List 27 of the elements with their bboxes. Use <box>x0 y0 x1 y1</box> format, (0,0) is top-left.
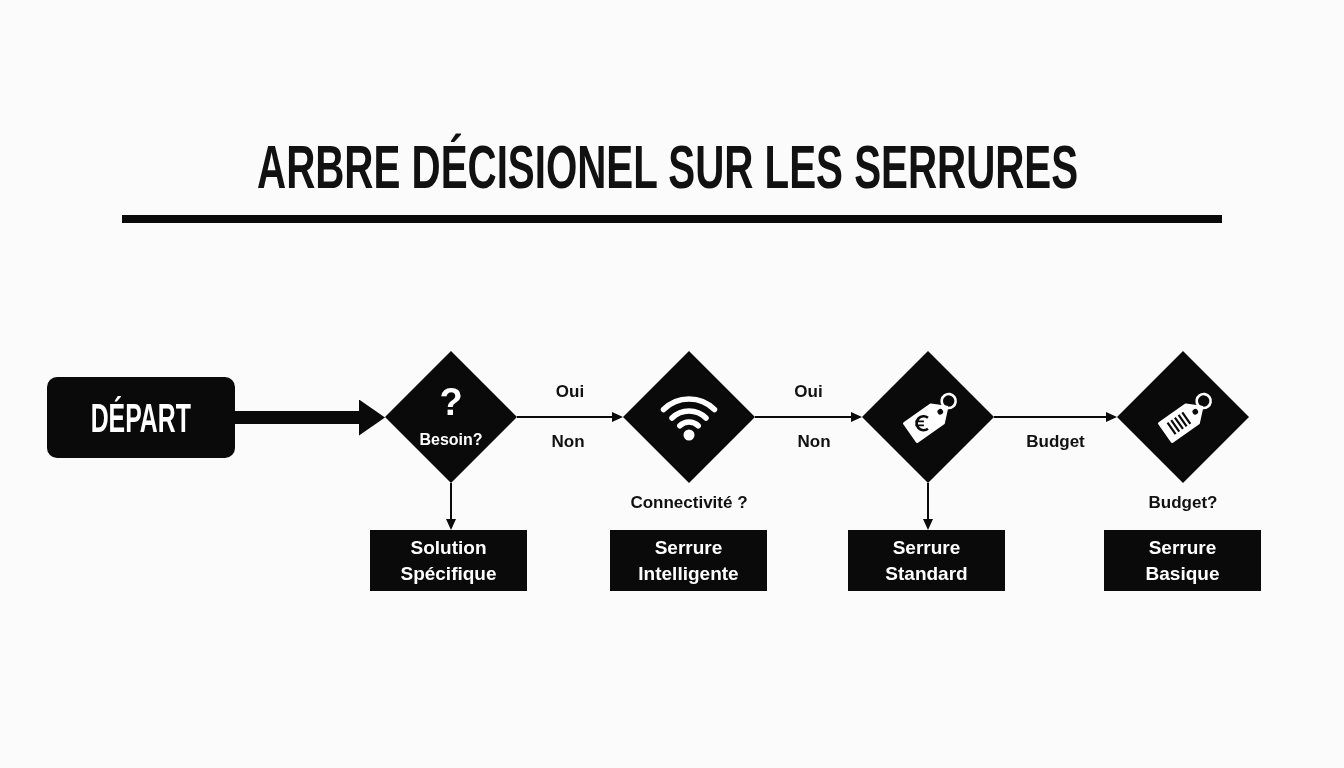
edge-label: Budget <box>1024 432 1087 452</box>
arrow <box>516 412 623 422</box>
start-label: DÉPART <box>90 395 192 440</box>
decision-diamond <box>862 351 994 483</box>
result-label: Serrure Intelligente <box>638 535 739 586</box>
arrow <box>754 412 862 422</box>
thick-arrow <box>235 399 385 436</box>
result-label: Serrure Basique <box>1145 535 1220 586</box>
arrow <box>446 482 456 530</box>
decision-diamond <box>623 351 755 483</box>
decision-diamond <box>1117 351 1249 483</box>
decision-diamond <box>385 351 517 483</box>
arrow <box>923 482 933 530</box>
result-label: Solution Spécifique <box>400 535 497 586</box>
decision-caption: Budget? <box>1148 493 1218 513</box>
result-box <box>848 530 1005 591</box>
result-box <box>610 530 767 591</box>
result-label: Serrure Standard <box>885 535 968 586</box>
start-box <box>47 377 235 458</box>
decision-caption: Connectivité ? <box>630 493 748 513</box>
branch-label: Non <box>551 432 585 452</box>
branch-label: Non <box>797 432 831 452</box>
question-mark: ? <box>439 380 463 426</box>
result-box <box>370 530 527 591</box>
result-box <box>1104 530 1261 591</box>
decision-label: Besoin? <box>419 430 483 450</box>
arrow <box>993 412 1117 422</box>
